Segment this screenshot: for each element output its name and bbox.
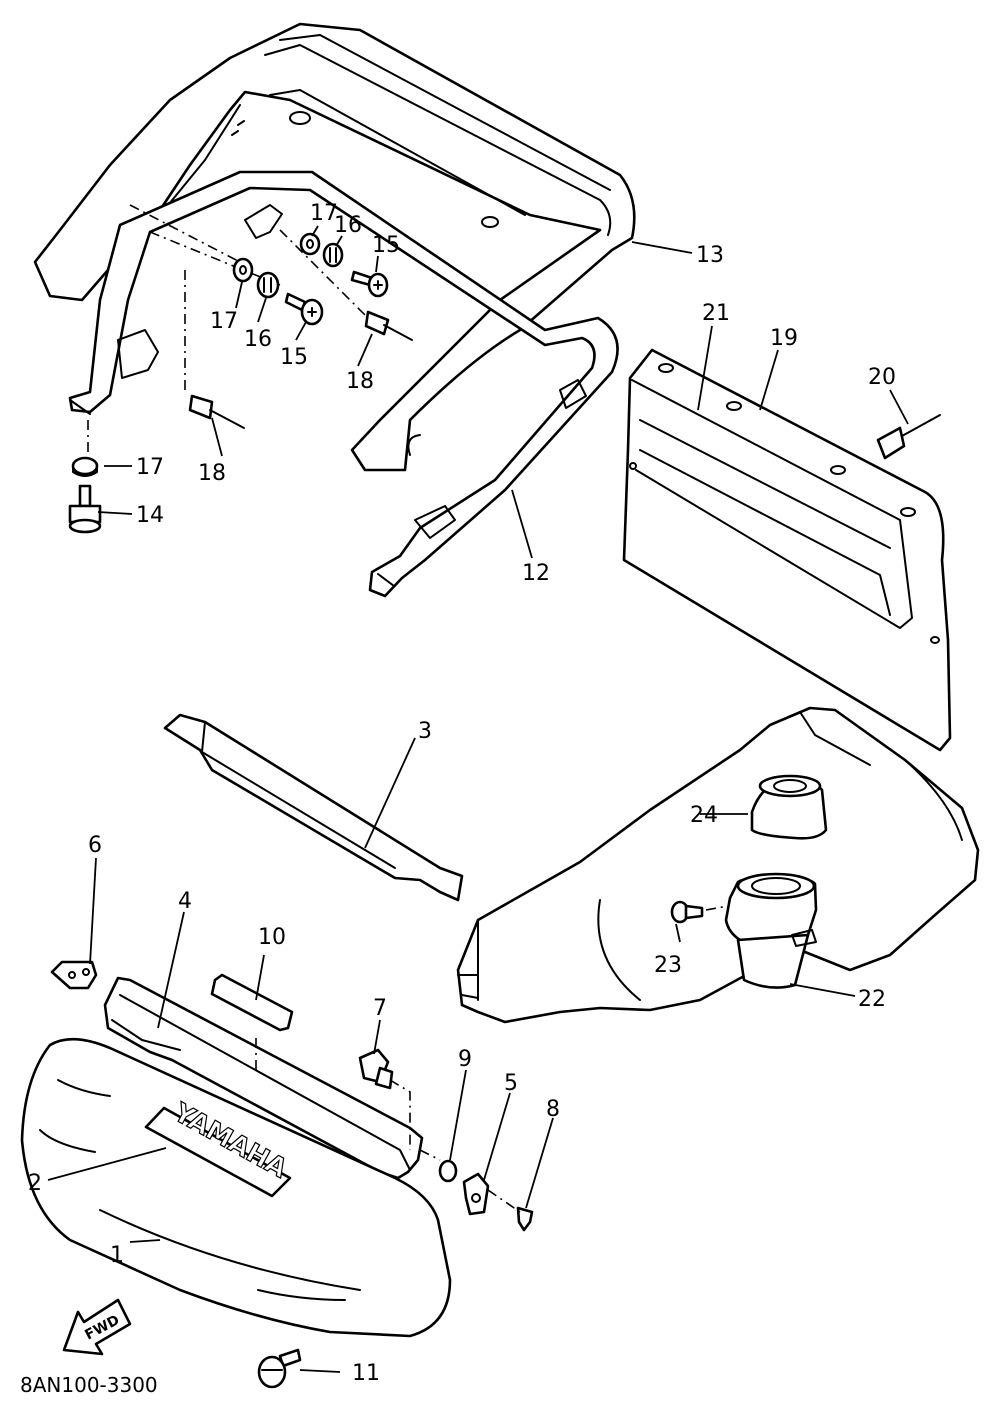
stud-7 xyxy=(358,1048,394,1090)
leader-lines xyxy=(47,225,909,1373)
washer-9 xyxy=(438,1159,458,1183)
collar-16-upper xyxy=(322,242,344,268)
callout-18b: 18 xyxy=(198,461,226,486)
screw-23 xyxy=(670,900,704,924)
callout-15b: 15 xyxy=(280,345,308,370)
assembly-line xyxy=(487,1189,521,1213)
callout-14: 14 xyxy=(136,503,164,528)
assembly-line xyxy=(419,1149,441,1161)
callout-9: 9 xyxy=(458,1047,472,1072)
clip-5 xyxy=(462,1172,490,1216)
bolt-14 xyxy=(68,484,102,534)
clip-6 xyxy=(50,960,98,990)
assembly-line xyxy=(705,905,729,911)
screw-15-upper xyxy=(350,270,389,298)
callout-7: 7 xyxy=(373,996,387,1021)
callout-6: 6 xyxy=(88,833,102,858)
callout-3: 3 xyxy=(418,719,432,744)
callout-17a: 17 xyxy=(310,201,338,226)
callout-17b: 17 xyxy=(210,309,238,334)
rivet-18-lower xyxy=(188,394,245,429)
screw-15-left xyxy=(284,292,324,326)
callout-20: 20 xyxy=(868,365,896,390)
callout-21: 21 xyxy=(702,301,730,326)
callout-16b: 16 xyxy=(244,327,272,352)
callout-22: 22 xyxy=(858,987,886,1012)
diagram-code: 8AN100-3300 xyxy=(20,1373,158,1397)
callout-17c: 17 xyxy=(136,455,164,480)
callout-labels: 1 2 3 4 5 6 7 8 9 10 11 12 13 14 15 15 1… xyxy=(28,201,896,1386)
callout-5: 5 xyxy=(504,1071,518,1096)
assembly-line xyxy=(279,229,381,331)
pin-8 xyxy=(516,1206,534,1232)
cap-24 xyxy=(750,774,828,840)
callout-15a: 15 xyxy=(372,233,400,258)
callout-19: 19 xyxy=(770,326,798,351)
callout-10: 10 xyxy=(258,925,286,950)
frame-bar-part xyxy=(68,170,619,598)
assembly-line xyxy=(129,204,241,263)
washer-17-left xyxy=(232,257,254,283)
filler-neck-22 xyxy=(724,872,818,989)
washer-17-upper xyxy=(299,232,321,256)
washer-17-lower xyxy=(71,456,99,477)
storage-tank-part xyxy=(456,706,980,1024)
plate-10-part xyxy=(210,973,294,1032)
callout-12: 12 xyxy=(522,561,550,586)
forward-arrow-icon: FWD xyxy=(62,1298,132,1356)
callout-13: 13 xyxy=(696,243,724,268)
callout-11: 11 xyxy=(352,1361,380,1386)
screw-11 xyxy=(257,1348,302,1389)
rivet-20 xyxy=(876,414,941,460)
assembly-line xyxy=(389,1079,411,1150)
mud-flap-part xyxy=(622,348,952,752)
callout-8: 8 xyxy=(546,1097,560,1122)
bar-3-part xyxy=(163,713,464,902)
assembly-line xyxy=(149,231,281,286)
callout-18a: 18 xyxy=(346,369,374,394)
callout-2: 2 xyxy=(28,1171,42,1196)
rivet-18-upper xyxy=(364,310,413,341)
collar-16-left xyxy=(256,271,280,299)
callout-4: 4 xyxy=(178,889,192,914)
callout-1: 1 xyxy=(110,1243,124,1268)
callout-24: 24 xyxy=(690,803,718,828)
callout-16a: 16 xyxy=(334,213,362,238)
callout-23: 23 xyxy=(654,953,682,978)
